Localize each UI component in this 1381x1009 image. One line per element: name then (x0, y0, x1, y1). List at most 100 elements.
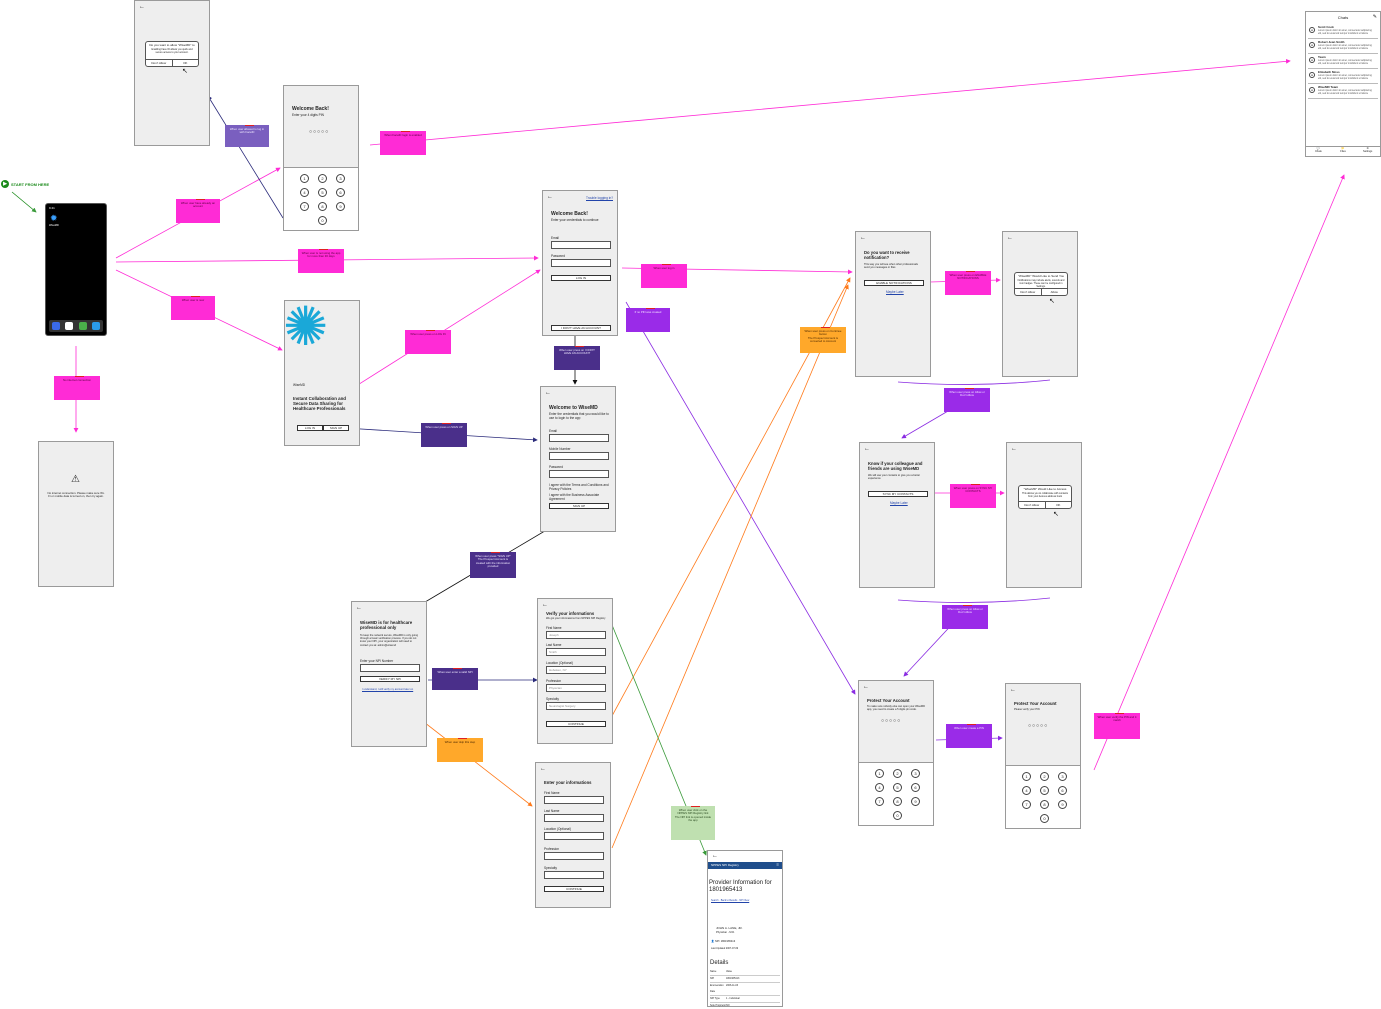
notification-permission-screen: ← "WiseMD" Would Like to Send You Notifi… (1002, 231, 1078, 377)
signup-button[interactable]: SIGN UP (323, 425, 349, 431)
back-arrow-icon[interactable]: ← (545, 390, 551, 396)
keypad-key[interactable]: 0 (318, 216, 327, 225)
enable-notifications-button[interactable]: ENABLE NOTIFICATIONS (864, 280, 924, 286)
back-arrow-icon[interactable]: ← (547, 194, 553, 200)
menu-icon[interactable]: ☰ (776, 863, 779, 867)
keypad-key[interactable]: 4 (300, 188, 309, 197)
back-arrow-icon[interactable]: ← (356, 605, 362, 611)
nppes-tabs[interactable]: Search · Back to Results · NPI View (711, 899, 750, 902)
keypad-key[interactable]: 2 (1040, 772, 1049, 781)
back-arrow-icon[interactable]: ← (863, 684, 869, 690)
last-name-input[interactable]: Smith (546, 648, 606, 656)
back-arrow-icon[interactable]: ← (1007, 235, 1013, 241)
dont-allow-button[interactable]: Don't Allow (1020, 290, 1036, 294)
back-arrow-icon[interactable]: ← (540, 766, 546, 772)
location-input[interactable]: Hoboken, NY (546, 666, 606, 674)
keypad-key[interactable]: 2 (893, 769, 902, 778)
keypad-key[interactable]: 3 (911, 769, 920, 778)
back-arrow-icon[interactable]: ← (864, 446, 870, 452)
dock-app-icon[interactable] (92, 322, 101, 330)
tab-chats[interactable]: 💬Chats (1306, 147, 1331, 156)
tab-settings[interactable]: ⚙Settings (1355, 147, 1380, 156)
profession-input[interactable] (544, 852, 604, 860)
keypad-key[interactable]: 9 (911, 797, 920, 806)
location-input[interactable] (544, 832, 604, 840)
chat-preview: Lorem ipsum dolor sit amet, consectetur … (1318, 74, 1372, 80)
keypad-key[interactable]: 5 (893, 783, 902, 792)
keypad-key[interactable]: 4 (875, 783, 884, 792)
keypad-key[interactable]: 5 (1040, 786, 1049, 795)
keypad-key[interactable]: 8 (318, 202, 327, 211)
keypad-key[interactable]: 5 (318, 188, 327, 197)
back-arrow-icon[interactable]: ← (860, 235, 866, 241)
keypad-key[interactable]: 0 (1040, 814, 1049, 823)
email-input[interactable] (549, 434, 609, 442)
keypad-key[interactable]: 1 (1022, 772, 1031, 781)
terms-checkbox[interactable]: I agree with the Terms and Conditions an… (549, 483, 609, 491)
back-arrow-icon[interactable]: ← (139, 4, 145, 10)
profession-select[interactable]: Physician (546, 684, 606, 692)
verify-later-link[interactable]: I understand, I will verify my account l… (362, 688, 414, 691)
keypad-key[interactable]: 7 (1022, 800, 1031, 809)
no-account-button[interactable]: I DON'T HAVE AN ACCOUNT (551, 325, 611, 331)
keypad-key[interactable]: 4 (1022, 786, 1031, 795)
back-arrow-icon[interactable]: ← (712, 853, 718, 859)
keypad-key[interactable]: 0 (893, 811, 902, 820)
continue-button[interactable]: CONTINUE (546, 721, 606, 727)
npi-input[interactable] (360, 664, 420, 672)
compose-icon[interactable]: ✎ (1372, 14, 1377, 20)
first-name-label: First Name (546, 626, 562, 630)
ok-button[interactable]: OK (171, 60, 199, 66)
dock-app-icon[interactable] (78, 322, 87, 330)
email-input[interactable] (551, 241, 611, 249)
tab-files[interactable]: 📁Files (1331, 147, 1356, 156)
keypad-key[interactable]: 1 (875, 769, 884, 778)
keypad-key[interactable]: 2 (318, 174, 327, 183)
back-arrow-icon[interactable]: ← (542, 602, 548, 608)
login-button[interactable]: LOG IN (297, 425, 323, 431)
baa-checkbox[interactable]: I agree with the Business Associate Agre… (549, 493, 600, 501)
maybe-later-link[interactable]: Maybe Later (886, 290, 904, 294)
back-arrow-icon[interactable]: ← (1011, 446, 1017, 452)
dont-allow-button[interactable]: Don't Allow (151, 61, 167, 65)
verify-npi-button[interactable]: VERIFY MY NPI (360, 676, 420, 682)
keypad-key[interactable]: 6 (336, 188, 345, 197)
keypad-key[interactable]: 9 (336, 202, 345, 211)
keypad-key[interactable]: 6 (911, 783, 920, 792)
specialty-input[interactable] (544, 871, 604, 879)
back-arrow-icon[interactable]: ← (1010, 687, 1016, 693)
keypad-key[interactable]: 6 (1058, 786, 1067, 795)
password-input[interactable] (549, 470, 609, 478)
dont-allow-button[interactable]: Don't Allow (1024, 503, 1040, 507)
maybe-later-link[interactable]: Maybe Later (890, 501, 908, 505)
keypad-key[interactable]: 1 (300, 174, 309, 183)
continue-button[interactable]: CONTINUE (544, 886, 604, 892)
keypad-key[interactable]: 8 (893, 797, 902, 806)
first-name-input[interactable] (544, 796, 604, 804)
keypad-key[interactable]: 3 (336, 174, 345, 183)
mobile-input[interactable] (549, 452, 609, 460)
wisemd-app-icon[interactable]: ✹ (50, 213, 58, 223)
signup-submit-button[interactable]: SIGN UP (549, 503, 609, 509)
dock-app-icon[interactable] (51, 322, 60, 330)
allow-button[interactable]: Allow (1040, 289, 1068, 295)
last-name-input[interactable] (544, 814, 604, 822)
keypad-key[interactable]: 7 (300, 202, 309, 211)
password-input[interactable] (551, 259, 611, 267)
keypad-key[interactable]: 8 (1040, 800, 1049, 809)
sync-contacts-button[interactable]: SYNC MY CONTACTS (868, 491, 928, 497)
first-name-input[interactable]: Joseph (546, 631, 606, 639)
keypad-key[interactable]: 3 (1058, 772, 1067, 781)
dock-app-icon[interactable] (65, 322, 74, 330)
keypad-key[interactable]: 9 (1058, 800, 1067, 809)
trouble-logging-link[interactable]: Trouble logging in? (586, 196, 613, 200)
ok-button[interactable]: OK (1044, 502, 1072, 508)
specialty-select[interactable]: Neurologist Surgery (546, 702, 606, 710)
keypad-key[interactable]: 7 (875, 797, 884, 806)
login-button[interactable]: LOG IN (551, 275, 611, 281)
